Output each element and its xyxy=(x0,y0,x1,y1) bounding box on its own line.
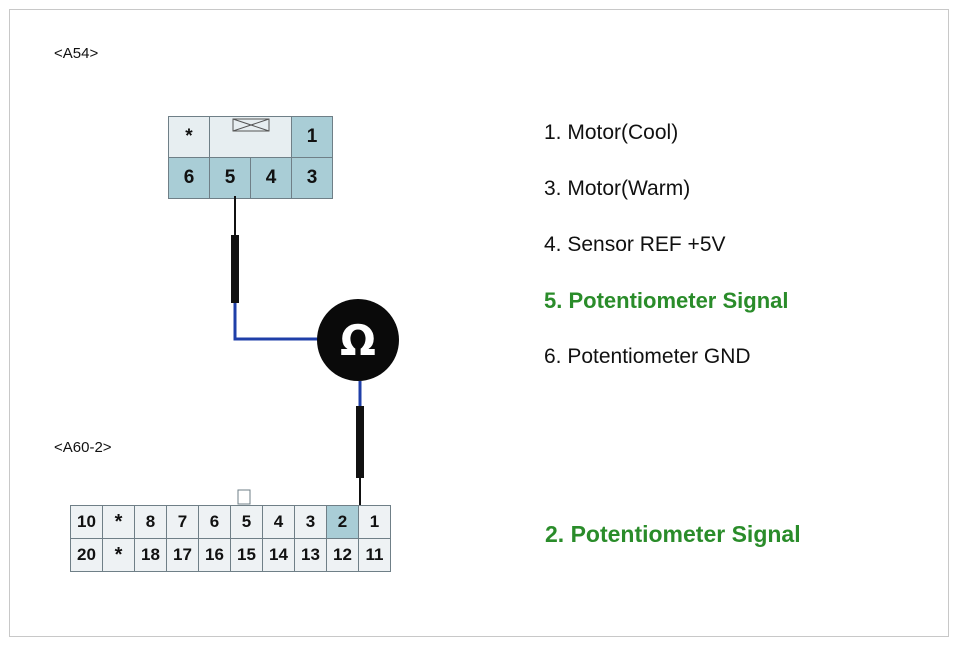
a60-latch xyxy=(237,489,251,505)
a54-pin-4: 4 xyxy=(250,157,292,199)
a60-pin-4: 4 xyxy=(262,505,295,539)
a54-pin-6: 6 xyxy=(168,157,210,199)
ohmmeter-icon xyxy=(317,299,399,381)
a60-pin-1: 1 xyxy=(358,505,391,539)
connector-a54: * 1 6 5 4 3 xyxy=(168,116,333,199)
a60-pin-8: 8 xyxy=(134,505,167,539)
a54-pin-desc-3: 3. Motor(Warm) xyxy=(544,177,691,200)
a54-pin-star: * xyxy=(168,116,210,158)
a60-pin-2: 2 xyxy=(326,505,359,539)
connector-a60: 10 * 8 7 6 5 4 3 2 1 20 * 18 17 16 15 14… xyxy=(70,505,391,572)
a60-pin-3: 3 xyxy=(294,505,327,539)
a60-pin-6: 6 xyxy=(198,505,231,539)
a60-pin-desc-2: 2. Potentiometer Signal xyxy=(545,521,801,547)
a60-pin-20: 20 xyxy=(70,538,103,572)
a60-pin-17: 17 xyxy=(166,538,199,572)
a60-pin-10: 10 xyxy=(70,505,103,539)
a60-pin-7: 7 xyxy=(166,505,199,539)
a54-pin-desc-6: 6. Potentiometer GND xyxy=(544,345,751,368)
a60-pin-16: 16 xyxy=(198,538,231,572)
a54-pin-5: 5 xyxy=(209,157,251,199)
a60-pin-14: 14 xyxy=(262,538,295,572)
a60-pin-5: 5 xyxy=(230,505,263,539)
a54-pin-3: 3 xyxy=(291,157,333,199)
a60-pin-11: 11 xyxy=(358,538,391,572)
connector-a54-label: <A54> xyxy=(54,45,99,62)
a54-pin-1: 1 xyxy=(291,116,333,158)
a60-pin-star-bottom: * xyxy=(102,538,135,572)
a60-pin-star-top: * xyxy=(102,505,135,539)
meter-lead-a54 xyxy=(233,303,318,341)
a54-probe xyxy=(231,235,239,303)
a54-pin-list: 1. Motor(Cool) 3. Motor(Warm) 4. Sensor … xyxy=(544,116,789,396)
a54-pin-desc-5: 5. Potentiometer Signal xyxy=(544,288,789,313)
connector-a60-label: <A60-2> xyxy=(54,439,112,456)
a54-pin-desc-4: 4. Sensor REF +5V xyxy=(544,233,726,256)
a60-pin-15: 15 xyxy=(230,538,263,572)
a60-pin-18: 18 xyxy=(134,538,167,572)
a54-pin-desc-1: 1. Motor(Cool) xyxy=(544,121,679,144)
a60-pin-12: 12 xyxy=(326,538,359,572)
a60-probe xyxy=(356,406,364,478)
lock-tab-icon xyxy=(232,118,269,132)
a60-pin-13: 13 xyxy=(294,538,327,572)
ohm-symbol: Ω xyxy=(340,316,376,365)
